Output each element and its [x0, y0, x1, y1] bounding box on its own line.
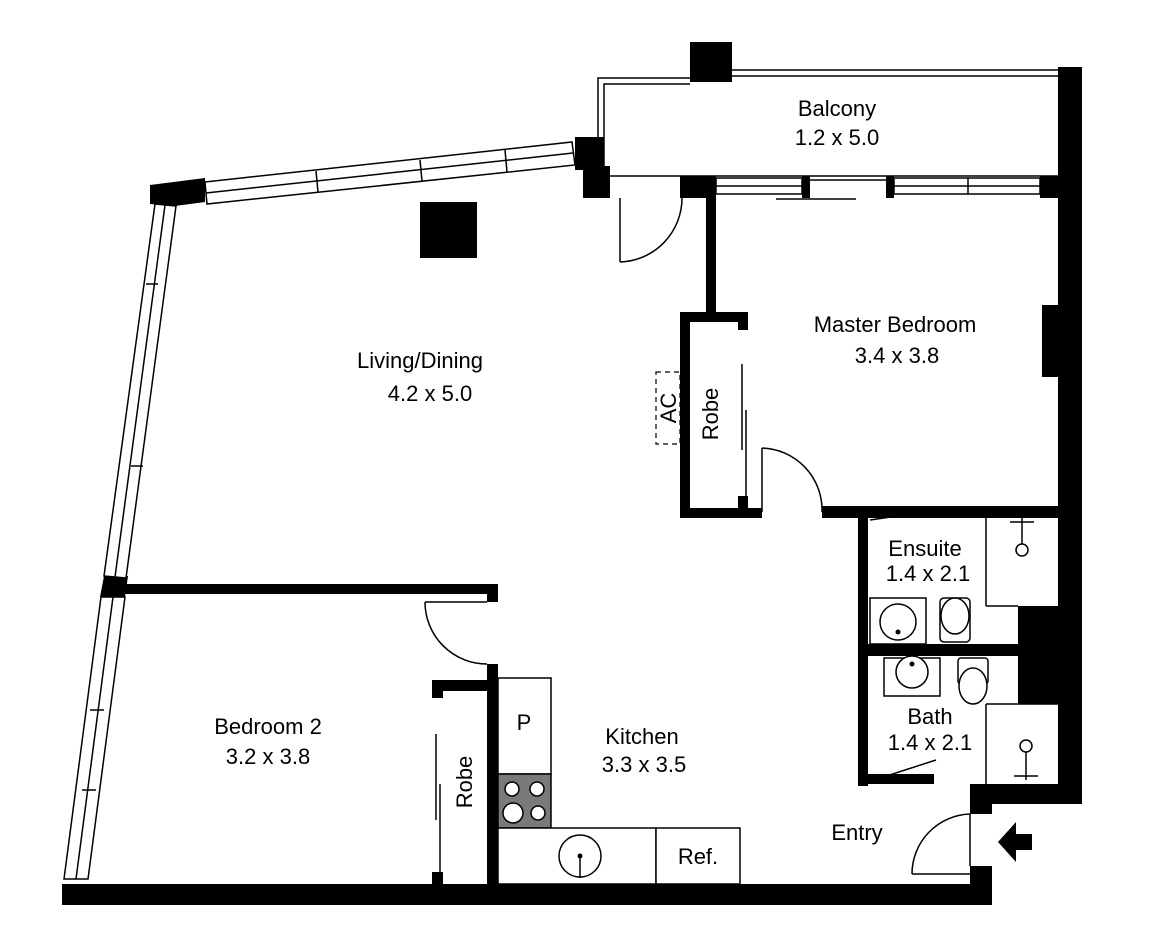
room-labels: Balcony 1.2 x 5.0 Living/Dining 4.2 x 5.… — [214, 96, 976, 869]
arrow-right-icon — [998, 822, 1032, 862]
balcony-name: Balcony — [798, 96, 876, 121]
doors — [424, 197, 971, 875]
master-size: 3.4 x 3.8 — [855, 343, 939, 368]
bedroom2-size: 3.2 x 3.8 — [226, 744, 310, 769]
bath-size: 1.4 x 2.1 — [888, 730, 972, 755]
fridge-label: Ref. — [678, 844, 718, 869]
ac-label: AC — [656, 393, 681, 424]
exterior-walls — [62, 42, 1082, 905]
kitchen-size: 3.3 x 3.5 — [602, 752, 686, 777]
robe-bed2-label: Robe — [452, 756, 477, 809]
bedroom2-name: Bedroom 2 — [214, 714, 322, 739]
balcony-size: 1.2 x 5.0 — [795, 125, 879, 150]
windows — [63, 69, 1058, 880]
robe-doors — [435, 364, 747, 872]
ensuite-name: Ensuite — [888, 536, 961, 561]
interior-walls — [122, 196, 1060, 884]
robe-master-label: Robe — [698, 388, 723, 441]
living-name: Living/Dining — [357, 348, 483, 373]
kitchen-name: Kitchen — [605, 724, 678, 749]
living-size: 4.2 x 5.0 — [388, 381, 472, 406]
bathroom-fixtures — [869, 518, 1058, 784]
entry-label: Entry — [831, 820, 882, 845]
kitchen-fixtures — [420, 202, 741, 885]
bath-name: Bath — [907, 704, 952, 729]
master-name: Master Bedroom — [814, 312, 977, 337]
ensuite-size: 1.4 x 2.1 — [886, 561, 970, 586]
pantry-label: P — [517, 710, 532, 735]
